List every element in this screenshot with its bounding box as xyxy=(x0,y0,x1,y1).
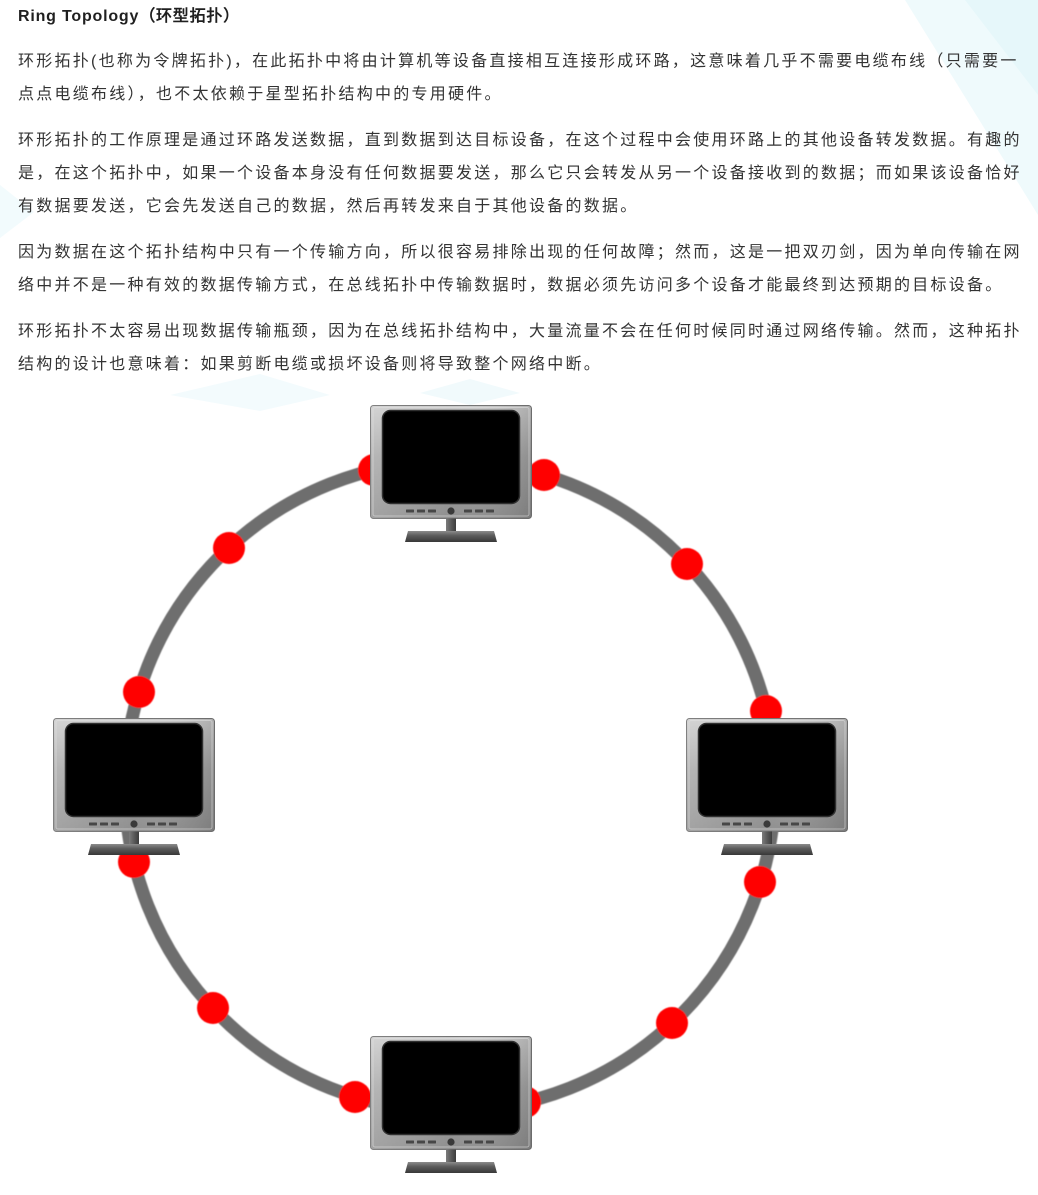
article-body: Ring Topology（环型拓扑） 环形拓扑(也称为令牌拓扑)，在此拓扑中将… xyxy=(18,0,1028,381)
ring-network xyxy=(118,454,782,1118)
watermark-shape xyxy=(170,374,330,411)
connector-dot xyxy=(339,1081,371,1113)
connector-dot xyxy=(656,1007,688,1039)
monitor-icon xyxy=(370,405,532,542)
watermark-shape xyxy=(905,0,1038,215)
ring-topology-diagram xyxy=(0,400,900,1180)
monitor-icon xyxy=(686,718,848,855)
section-heading: Ring Topology（环型拓扑） xyxy=(18,8,240,25)
monitor-icon xyxy=(53,718,215,855)
monitor-icon xyxy=(370,1036,532,1173)
connector-dot xyxy=(528,459,560,491)
article-paragraph: 因为数据在这个拓扑结构中只有一个传输方向，所以很容易排除出现的任何故障；然而，这… xyxy=(18,244,1022,294)
connector-dot xyxy=(744,866,776,898)
watermark-shape xyxy=(965,0,1038,95)
connector-dot xyxy=(213,532,245,564)
article-paragraph: 环形拓扑的工作原理是通过环路发送数据，直到数据到达目标设备，在这个过程中会使用环… xyxy=(18,132,1022,215)
article-paragraph: 环形拓扑不太容易出现数据传输瓶颈，因为在总线拓扑结构中，大量流量不会在任何时候同… xyxy=(18,323,1022,373)
article-paragraph: 环形拓扑(也称为令牌拓扑)，在此拓扑中将由计算机等设备直接相互连接形成环路，这意… xyxy=(18,53,1019,103)
connector-dot xyxy=(123,676,155,708)
connector-dot xyxy=(671,548,703,580)
watermark-shape xyxy=(0,185,34,238)
background-watermark xyxy=(0,0,1038,411)
watermark-shape xyxy=(420,379,520,405)
connector-dot xyxy=(197,992,229,1024)
diagram-canvas xyxy=(53,405,848,1173)
